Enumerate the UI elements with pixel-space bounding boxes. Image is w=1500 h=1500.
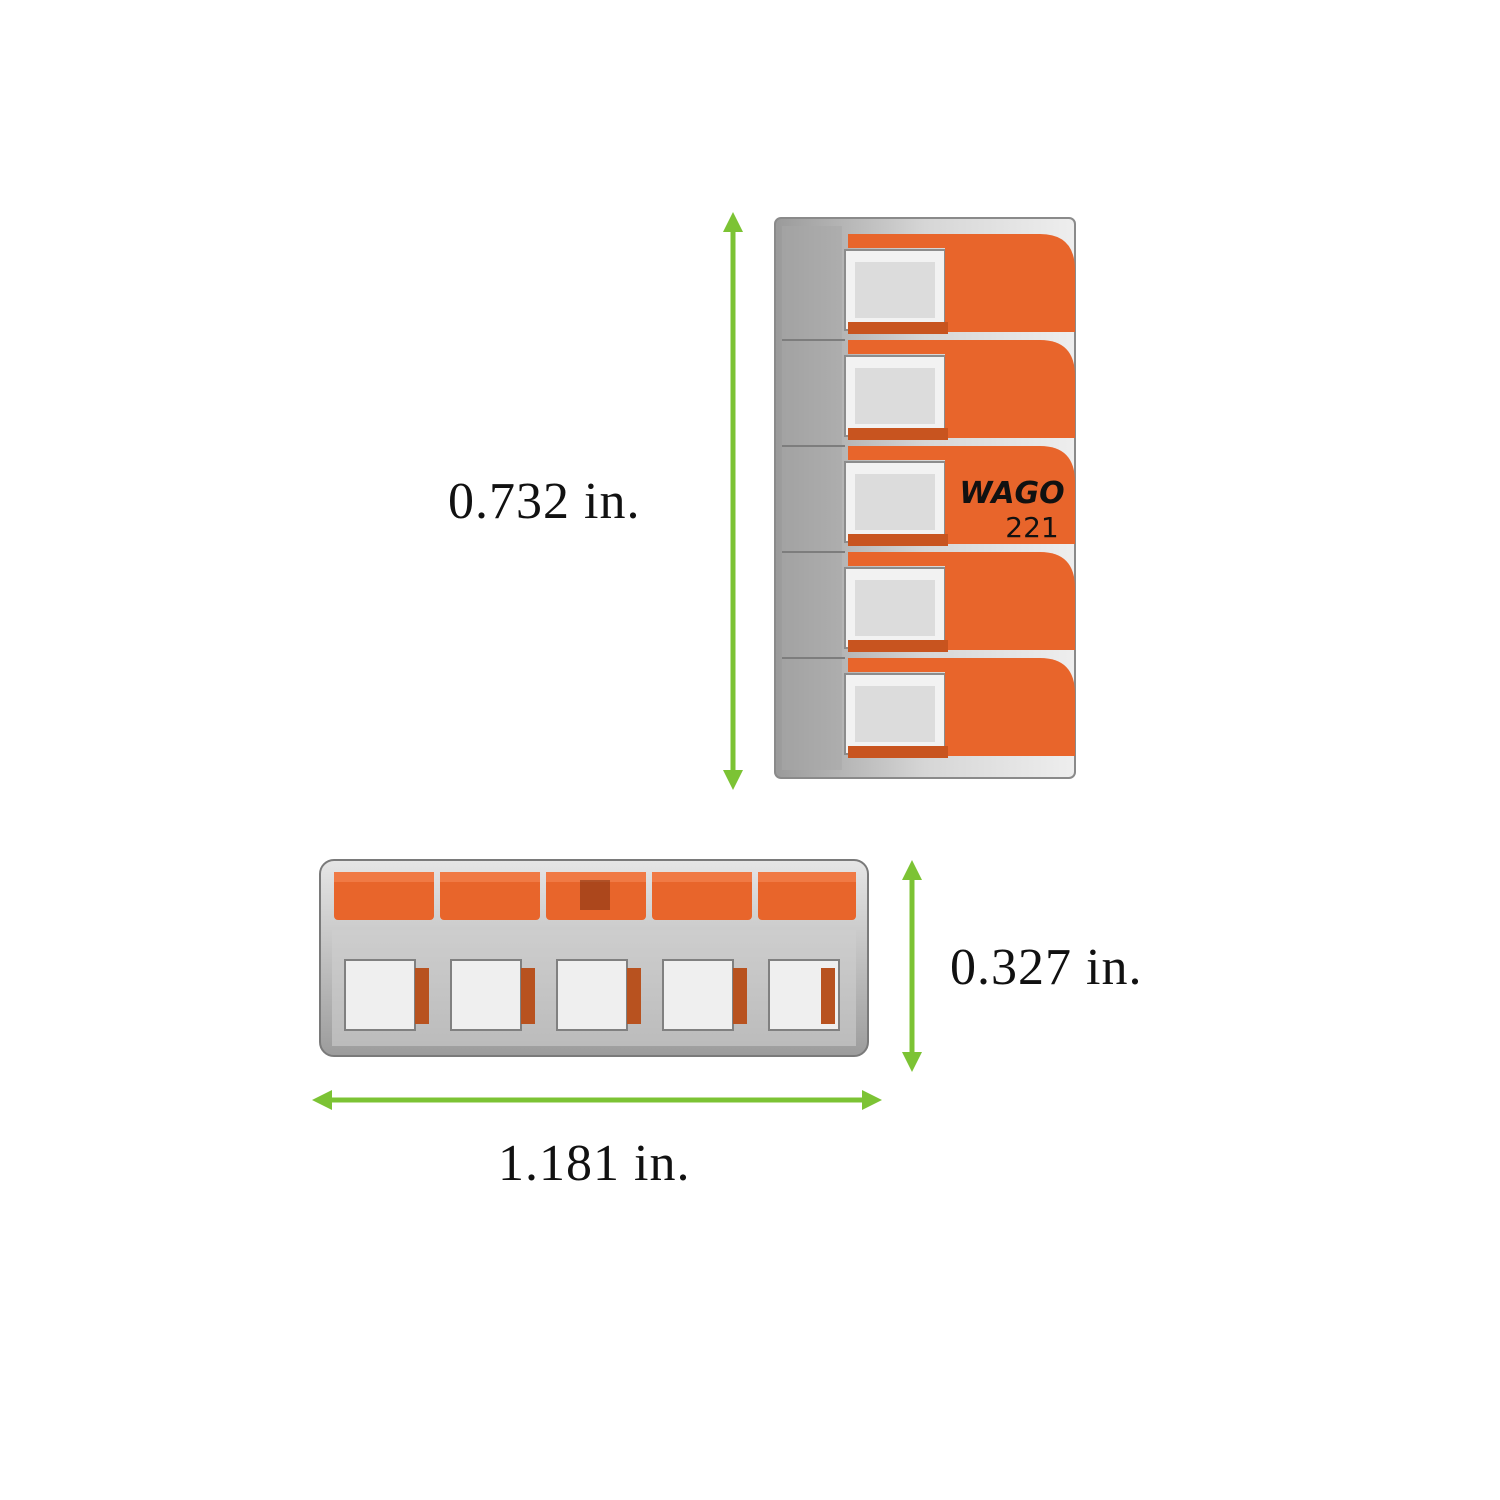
connector-front-view xyxy=(319,859,869,1057)
lever-5 xyxy=(844,658,1075,758)
connector-top-view: WAGO 221 xyxy=(774,217,1076,779)
lever-3 xyxy=(844,446,1075,546)
depth-dimension-label: 0.327 in. xyxy=(950,939,1143,996)
series-marking: 221 xyxy=(1005,511,1058,544)
slot-dividers xyxy=(782,339,845,659)
lever-2 xyxy=(844,340,1075,440)
lever-top-4 xyxy=(652,872,752,920)
housing-shadow xyxy=(782,226,842,770)
height-dimension-label: 0.732 in. xyxy=(448,473,641,530)
lever-top-2 xyxy=(440,872,540,920)
width-dimension-label: 1.181 in. xyxy=(498,1135,691,1192)
brand-marking: WAGO xyxy=(959,476,1064,511)
clamp-springs xyxy=(415,968,835,1024)
lever-top-3 xyxy=(546,872,646,920)
lever-4 xyxy=(844,552,1075,652)
lever-top-5 xyxy=(758,872,856,920)
lever-top-1 xyxy=(334,872,434,920)
lever-1 xyxy=(844,234,1075,334)
